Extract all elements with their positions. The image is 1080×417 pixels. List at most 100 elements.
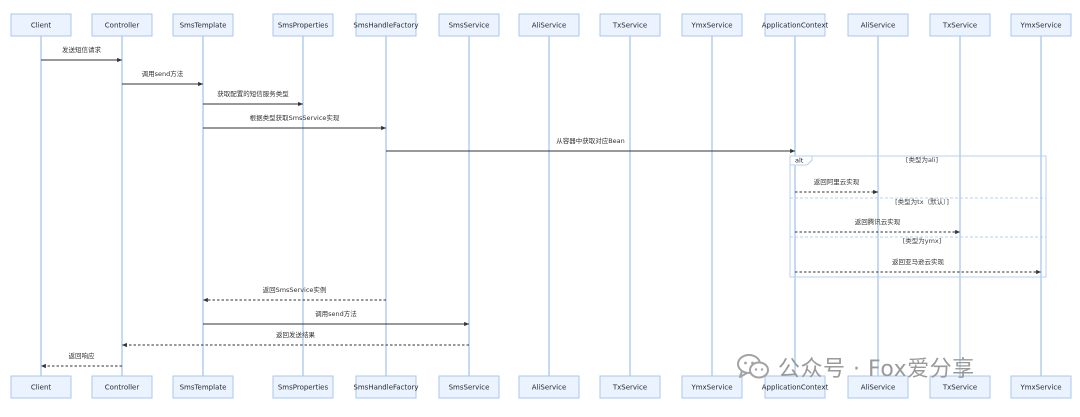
participant-bottom-txservice-11: TxService — [929, 375, 991, 399]
message-label: 返回腾讯云实现 — [855, 217, 901, 226]
participant-label: SmsProperties — [278, 384, 329, 392]
participant-box — [764, 375, 826, 399]
participant-box — [91, 13, 153, 37]
participant-bottom-smshandlefactory-4: SmsHandleFactory — [353, 375, 419, 399]
message-label: 调用send方法 — [315, 309, 357, 318]
lifelines — [40, 36, 1042, 376]
participant-label: SmsService — [449, 22, 490, 30]
participant-top-smsservice-5: SmsService — [438, 13, 500, 37]
watermark: 公众号 · Fox爱分享 — [736, 352, 975, 382]
message-5: 从容器中获取对应Bean — [386, 136, 795, 154]
participant-top-aliservice-10: AliService — [847, 13, 909, 37]
message-1: 发送短信请求 — [41, 45, 122, 63]
participant-box — [438, 13, 500, 37]
participant-box — [929, 375, 991, 399]
alt-guard-1: [类型为ali] — [906, 155, 938, 164]
participant-box — [599, 13, 661, 37]
participant-label: Controller — [105, 22, 140, 30]
alt-guard-2: [类型为tx（默认）] — [895, 197, 949, 206]
participant-label: SmsHandleFactory — [353, 384, 418, 392]
participant-bottom-aliservice-6: AliService — [518, 375, 580, 399]
message-8: 返回亚马逊云实现 — [795, 257, 1041, 275]
participant-box — [10, 375, 72, 399]
participant-box — [599, 375, 661, 399]
participant-box — [172, 13, 234, 37]
participant-label: ApplicationContext — [762, 22, 829, 30]
alt-guard-3: [类型为ymx] — [903, 236, 942, 245]
participant-label: SmsTemplate — [180, 384, 227, 392]
participant-top-smsproperties-3: SmsProperties — [272, 13, 334, 37]
participant-box — [355, 375, 417, 399]
participant-label: TxService — [942, 22, 977, 30]
participant-bottom-smsservice-5: SmsService — [438, 375, 500, 399]
participant-top-txservice-11: TxService — [929, 13, 991, 37]
participant-top-ymxservice-12: YmxService — [1010, 13, 1072, 37]
participant-box — [1010, 13, 1072, 37]
messages: 发送短信请求调用send方法获取配置的短信服务类型根据类型获取SmsServic… — [41, 45, 1041, 369]
participant-label: Client — [31, 22, 52, 30]
participant-box — [929, 13, 991, 37]
participant-label: TxService — [612, 22, 647, 30]
participant-label: TxService — [942, 384, 977, 392]
participant-bottom-client-0: Client — [10, 375, 72, 399]
participant-bottom-smstemplate-2: SmsTemplate — [172, 375, 234, 399]
participant-box — [91, 375, 153, 399]
participant-label: TxService — [612, 384, 647, 392]
participant-box — [518, 13, 580, 37]
wechat-icon — [737, 354, 769, 379]
message-4: 根据类型获取SmsService实现 — [203, 113, 386, 131]
participant-label: Client — [31, 384, 52, 392]
participant-box — [847, 375, 909, 399]
participant-bottom-smsproperties-3: SmsProperties — [272, 375, 334, 399]
participant-box — [438, 375, 500, 399]
participant-label: AliService — [532, 384, 567, 392]
watermark-text: 公众号 · Fox爱分享 — [778, 357, 975, 382]
message-label: 返回发送结果 — [276, 330, 316, 339]
participant-box — [172, 375, 234, 399]
participant-bottom-txservice-7: TxService — [599, 375, 661, 399]
participant-bottom-aliservice-10: AliService — [847, 375, 909, 399]
participant-top-controller-1: Controller — [91, 13, 153, 37]
participant-box — [764, 13, 826, 37]
participant-box — [847, 13, 909, 37]
message-label: 返回阿里云实现 — [814, 177, 860, 186]
message-12: 返回响应 — [41, 351, 122, 369]
participant-top-applicationcontext-9: ApplicationContext — [762, 13, 829, 37]
participant-top-ymxservice-8: YmxService — [681, 13, 743, 37]
alt-frame-tag-label: alt — [795, 157, 804, 165]
message-11: 返回发送结果 — [122, 330, 469, 348]
participant-label: AliService — [861, 22, 896, 30]
participant-label: SmsHandleFactory — [353, 22, 418, 30]
message-label: 调用send方法 — [142, 69, 184, 78]
participant-label: AliService — [861, 384, 896, 392]
participant-label: ApplicationContext — [762, 384, 829, 392]
participant-top-txservice-7: TxService — [599, 13, 661, 37]
participant-bottom-applicationcontext-9: ApplicationContext — [762, 375, 829, 399]
message-7: 返回腾讯云实现 — [795, 217, 960, 235]
message-label: 获取配置的短信服务类型 — [217, 89, 289, 98]
participant-top-aliservice-6: AliService — [518, 13, 580, 37]
participant-top-smstemplate-2: SmsTemplate — [172, 13, 234, 37]
participant-label: AliService — [532, 22, 567, 30]
message-label: 根据类型获取SmsService实现 — [250, 113, 340, 122]
participant-label: SmsTemplate — [180, 22, 227, 30]
participant-box — [681, 13, 743, 37]
message-label: 返回亚马逊云实现 — [892, 257, 945, 266]
participant-label: SmsService — [449, 384, 490, 392]
participant-box — [681, 375, 743, 399]
participant-box — [272, 375, 334, 399]
participant-top-client-0: Client — [10, 13, 72, 37]
message-label: 返回SmsService实例 — [263, 285, 327, 294]
participant-box — [10, 13, 72, 37]
message-10: 调用send方法 — [203, 309, 469, 327]
message-label: 从容器中获取对应Bean — [556, 136, 625, 145]
participant-label: Controller — [105, 384, 140, 392]
participant-bottom-ymxservice-8: YmxService — [681, 375, 743, 399]
participant-label: YmxService — [690, 22, 732, 30]
participant-bottom-ymxservice-12: YmxService — [1010, 375, 1072, 399]
alt-frame: alt [类型为ali] [类型为tx（默认）] [类型为ymx] — [789, 155, 1047, 278]
message-label: 发送短信请求 — [62, 45, 102, 54]
message-2: 调用send方法 — [122, 69, 203, 87]
